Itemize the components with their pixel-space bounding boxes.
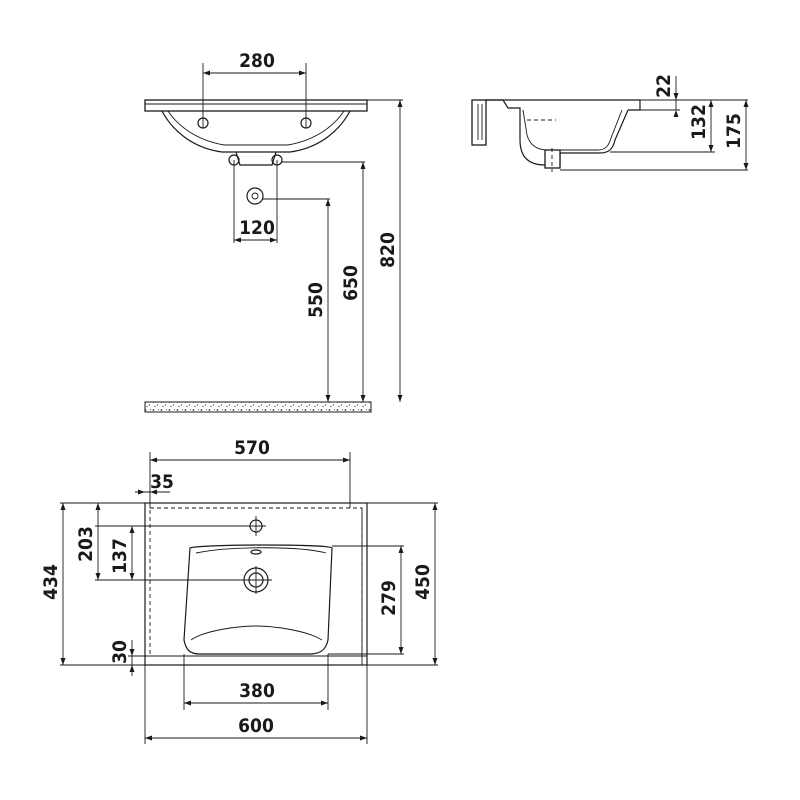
wall-bracket [471,99,487,146]
dim-tap-hole-depth: 203 [75,526,97,562]
bowl-front-curve [190,625,323,641]
dim-rim-height: 820 [377,232,399,268]
side-waste-outlet [544,149,561,169]
bowl-outline [183,544,333,655]
dim-side-rim-thickness: 22 [653,74,675,98]
dim-bowl-width: 380 [239,680,275,702]
dim-waste-height: 550 [305,282,327,318]
dim-side-total-height: 175 [723,113,745,149]
dim-waste-spacing: 120 [239,217,275,239]
overflow-slot [250,549,262,555]
top-view: 570 35 434 203 137 30 [40,437,438,744]
dim-inner-width: 570 [234,437,270,459]
drain-hole [246,187,264,205]
basin-bowl [161,110,351,153]
front-view: 280 120 550 650 820 [144,50,403,413]
dim-side-offset: 35 [150,471,174,493]
side-view: 22 132 175 [471,74,749,172]
dim-side-bowl-depth: 132 [688,104,710,140]
dim-tap-spacing: 280 [239,50,275,72]
dim-depth: 450 [412,564,434,600]
dim-overflow-height: 650 [340,265,362,301]
dim-width: 600 [238,715,274,737]
dim-total-depth: 434 [40,564,62,600]
waste-stub [235,151,277,166]
dim-bowl-depth: 279 [378,580,400,616]
floor [144,401,372,413]
basin-rim [144,99,368,112]
dim-front-offset: 30 [109,640,131,664]
dim-drain-depth: 137 [109,538,131,574]
basin-outline [144,502,368,666]
